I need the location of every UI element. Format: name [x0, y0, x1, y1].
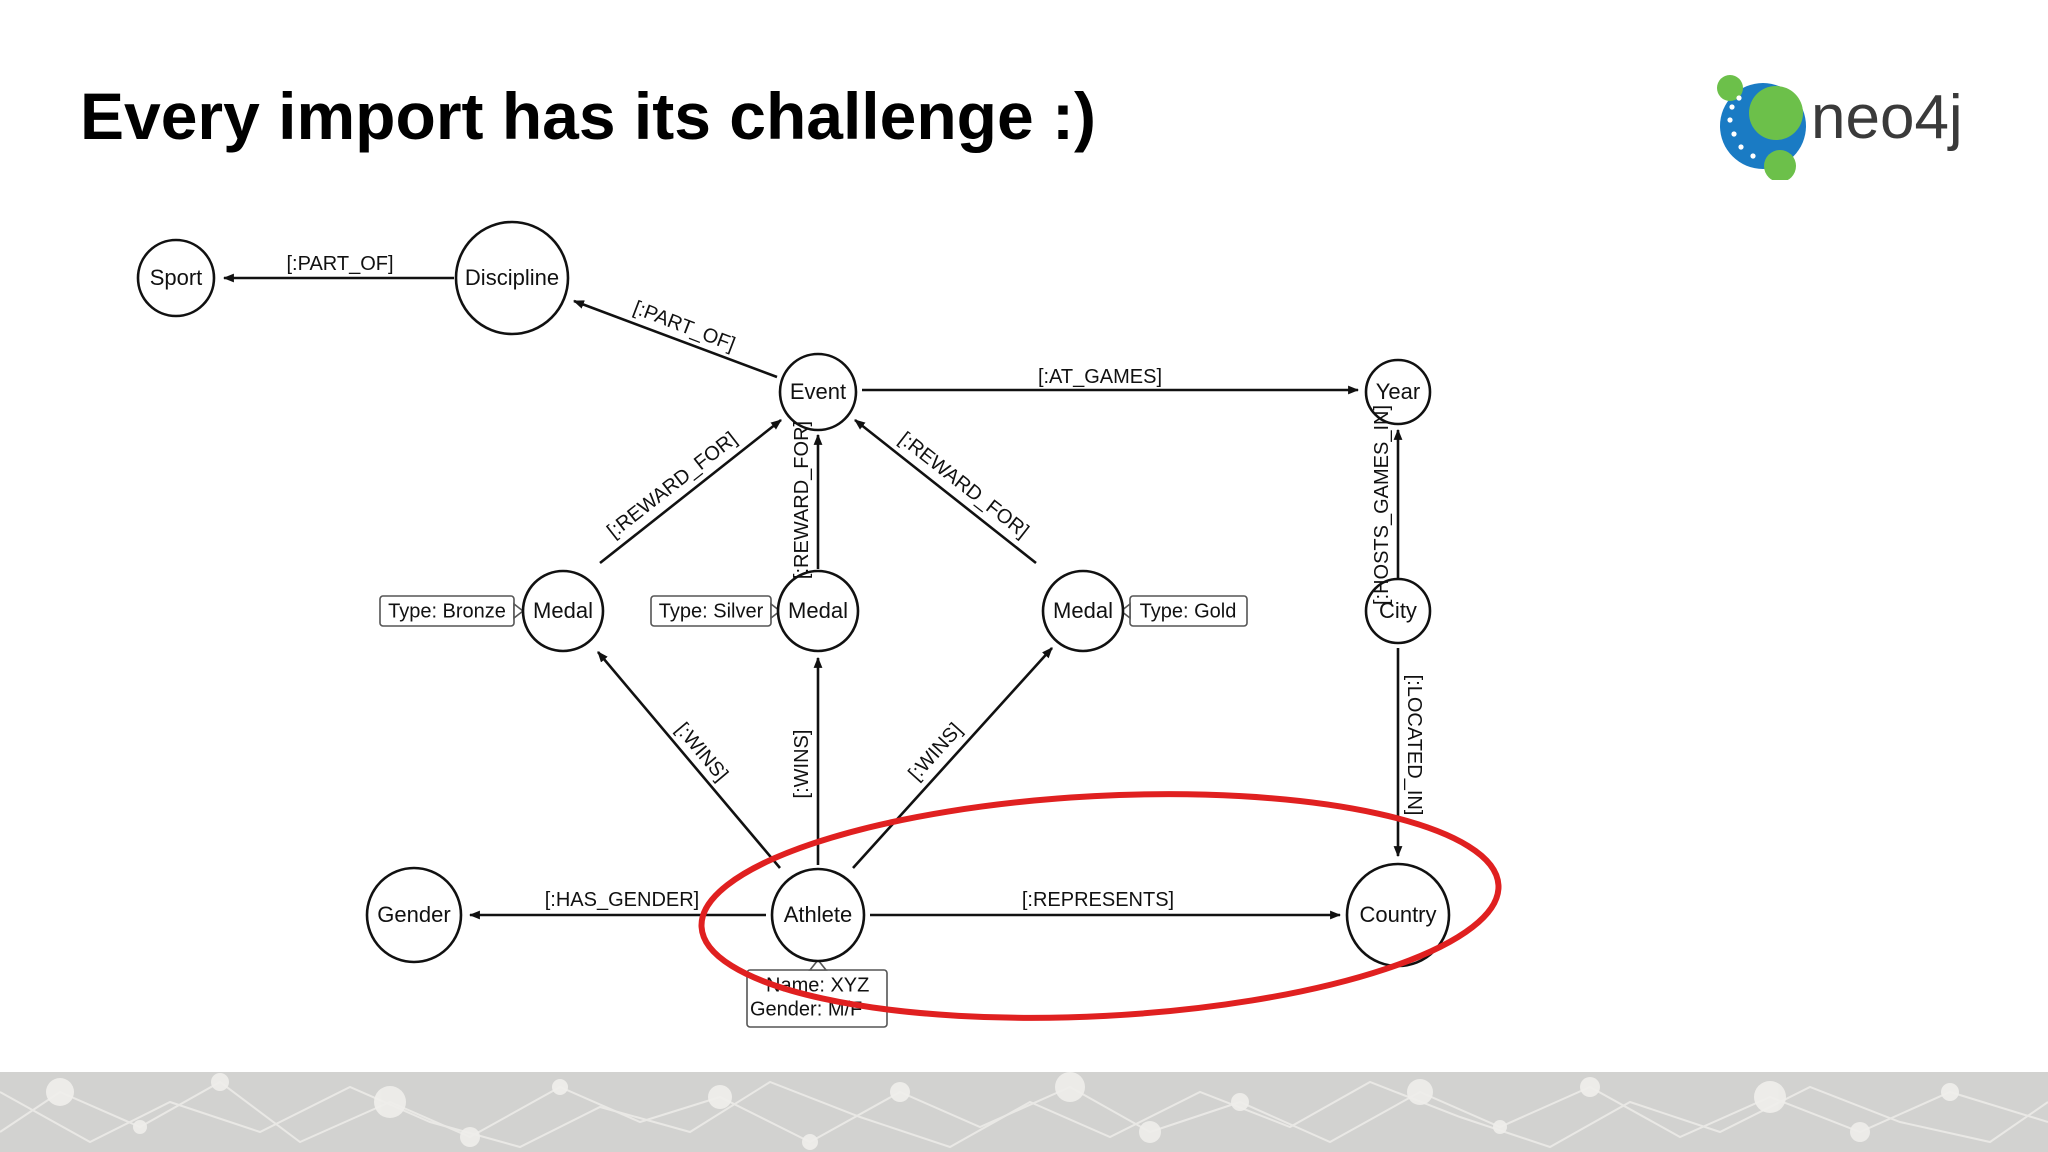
node-label-medal-silver: Medal [788, 598, 848, 623]
node-event [778, 352, 858, 432]
logo-text: neo4j [1811, 83, 1963, 152]
node-label-discipline: Discipline [465, 265, 559, 290]
property-connector-athlete [808, 958, 828, 971]
highlight-ellipse [698, 791, 1502, 1021]
node-sport [136, 238, 216, 318]
property-connector-silver [770, 602, 782, 620]
edge-athlete-gold [852, 647, 1053, 869]
node-label-year: Year [1376, 379, 1420, 404]
node-athlete [770, 867, 866, 963]
rel-label-discipline-sport: [:PART_OF] [286, 253, 393, 275]
node-label-city: City [1379, 598, 1417, 623]
rel-label-bronze-event: [:REWARD_FOR] [603, 428, 741, 543]
property-bronze: Type: Bronze [388, 600, 506, 622]
node-gender [365, 866, 463, 964]
rel-label-athlete-silver: [:WINS] [791, 730, 813, 799]
node-medal-silver [776, 569, 860, 653]
node-medal-gold [1041, 569, 1125, 653]
node-label-country: Country [1359, 902, 1436, 927]
footer-network-band [0, 1072, 2048, 1152]
rel-label-athlete-gender: [:HAS_GENDER] [545, 889, 699, 911]
olympics-graph-diagram: Sport Discipline Event Year Medal Medal … [136, 220, 1502, 1028]
node-medal-bronze [521, 569, 605, 653]
node-label-gender: Gender [377, 902, 450, 927]
property-gold: Type: Gold [1140, 600, 1237, 622]
rel-label-event-discipline: [:PART_OF] [630, 297, 738, 356]
rel-label-event-year: [:AT_GAMES] [1038, 366, 1162, 388]
node-discipline [454, 220, 570, 336]
edge-event-discipline [572, 299, 778, 379]
slide-title: Every import has its challenge :) [80, 79, 1096, 153]
node-label-medal-bronze: Medal [533, 598, 593, 623]
neo4j-logo: neo4j [1717, 75, 1963, 180]
rel-label-city-year: [:HOSTS_GAMES_IN] [1371, 405, 1393, 605]
edge-bronze-event [599, 418, 782, 565]
node-label-athlete: Athlete [784, 902, 853, 927]
node-year [1364, 358, 1432, 426]
node-label-medal-gold: Medal [1053, 598, 1113, 623]
edge-gold-event [854, 418, 1037, 565]
edge-athlete-bronze [597, 651, 781, 869]
rel-label-city-country: [:LOCATED_IN] [1403, 675, 1425, 816]
logo-mark [1717, 75, 1806, 180]
node-label-sport: Sport [150, 265, 203, 290]
rel-label-gold-event: [:REWARD_FOR] [895, 428, 1033, 543]
property-silver: Type: Silver [659, 600, 764, 622]
node-city [1364, 577, 1432, 645]
node-label-event: Event [790, 379, 846, 404]
property-connector-gold [1119, 602, 1131, 620]
rel-label-athlete-country: [:REPRESENTS] [1022, 889, 1174, 911]
property-connector-bronze [513, 602, 525, 620]
rel-label-silver-event: [:REWARD_FOR] [791, 421, 813, 579]
